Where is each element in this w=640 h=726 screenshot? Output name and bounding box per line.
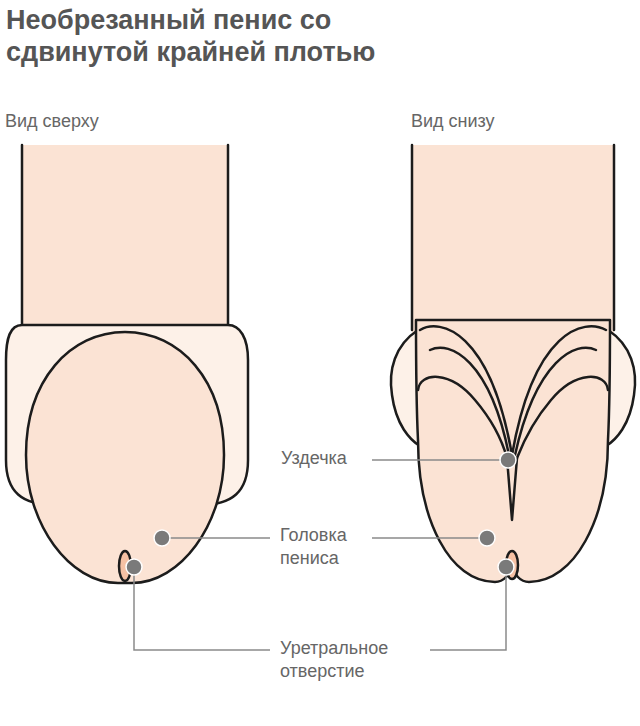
view-caption: Вид снизу: [411, 110, 611, 133]
callout-dot: [479, 530, 495, 546]
foreskin-fold: [430, 348, 509, 455]
leader-line: [372, 537, 487, 539]
callout-dot: [498, 559, 514, 575]
leader-line: [162, 537, 270, 539]
callout-dot: [500, 452, 516, 468]
leader-line: [372, 459, 508, 461]
part-label: Уздечка: [281, 447, 366, 470]
foreskin-fold: [418, 377, 507, 458]
foreskin-fold: [420, 326, 606, 455]
shaft-edge: [613, 145, 616, 330]
part-label: Головка пениса: [280, 524, 368, 571]
leader-line: [134, 567, 270, 650]
callout-dot: [154, 530, 170, 546]
shaft-edge: [21, 145, 24, 335]
shaft-edge: [411, 145, 414, 330]
callout-dot: [126, 559, 142, 575]
shaft-edge: [227, 145, 230, 335]
glans: [416, 320, 610, 582]
title: Необрезанный пенис со сдвинутой крайней …: [6, 4, 566, 69]
foreskin-fold: [517, 377, 608, 458]
view-caption: Вид сверху: [5, 110, 205, 133]
part-label: Уретральное отверстие: [280, 637, 425, 684]
glans: [26, 332, 224, 583]
leader-line: [430, 567, 506, 650]
foreskin-fold: [515, 348, 596, 455]
shaft: [22, 145, 228, 345]
